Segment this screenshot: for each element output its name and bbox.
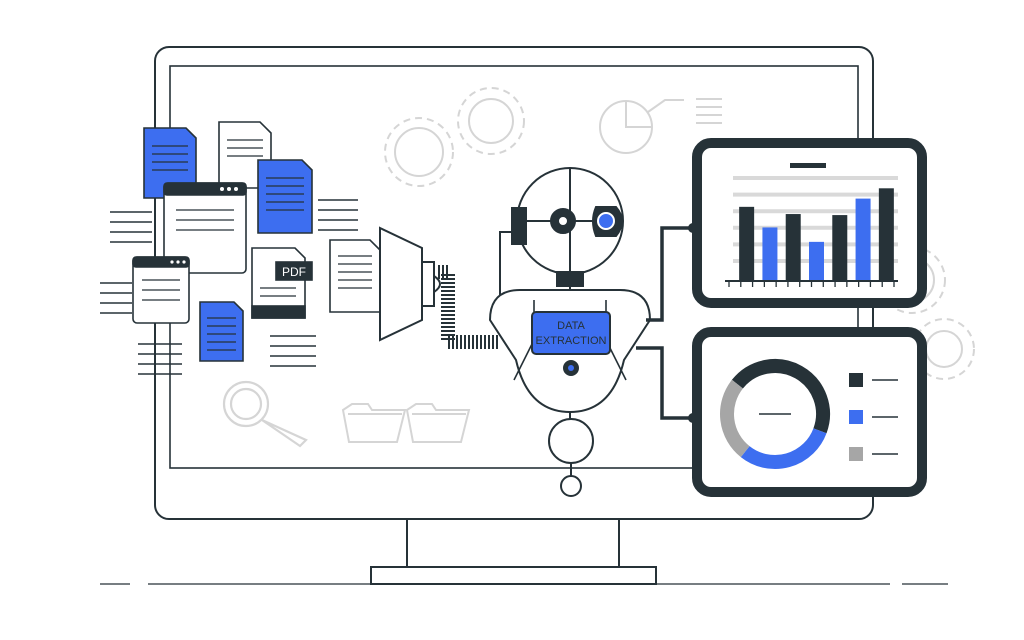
document-icon [257,159,313,234]
bar [739,206,755,281]
bar [832,215,848,281]
badge-line-1: DATA [557,320,585,332]
bar-series [739,188,894,281]
donut-series [720,359,830,469]
bar [809,241,824,281]
donut-slice [720,379,750,458]
bar [785,214,801,281]
bar-ticks [728,281,895,287]
magnifier-icon [222,380,308,448]
legend-swatch [849,373,863,387]
robot-icon: DATA EXTRACTION [488,167,652,497]
bar [878,188,894,281]
bar [855,198,871,281]
legend-swatch [849,410,863,424]
text-lines [100,199,358,375]
connector-lines [636,226,693,420]
pdf-file-icon: PDF [251,247,313,319]
donut-slice [731,359,830,434]
pdf-label: PDF [282,265,306,279]
donut-legend [849,373,898,461]
browser-window-icon [163,182,247,274]
pie-chart-icon [599,98,722,154]
donut-slice [740,428,827,469]
funnel-icon [379,226,441,342]
bar-chart-icon [692,138,927,308]
donut-chart-icon [692,327,927,497]
folder-icon [341,403,471,443]
tube [438,265,500,349]
document-icon [199,301,244,362]
document-icon [143,127,197,199]
badge-line-2: EXTRACTION [536,335,607,347]
document-icon [329,239,381,313]
browser-window-icon [132,256,190,324]
legend-swatch [849,447,863,461]
bar [762,227,778,281]
